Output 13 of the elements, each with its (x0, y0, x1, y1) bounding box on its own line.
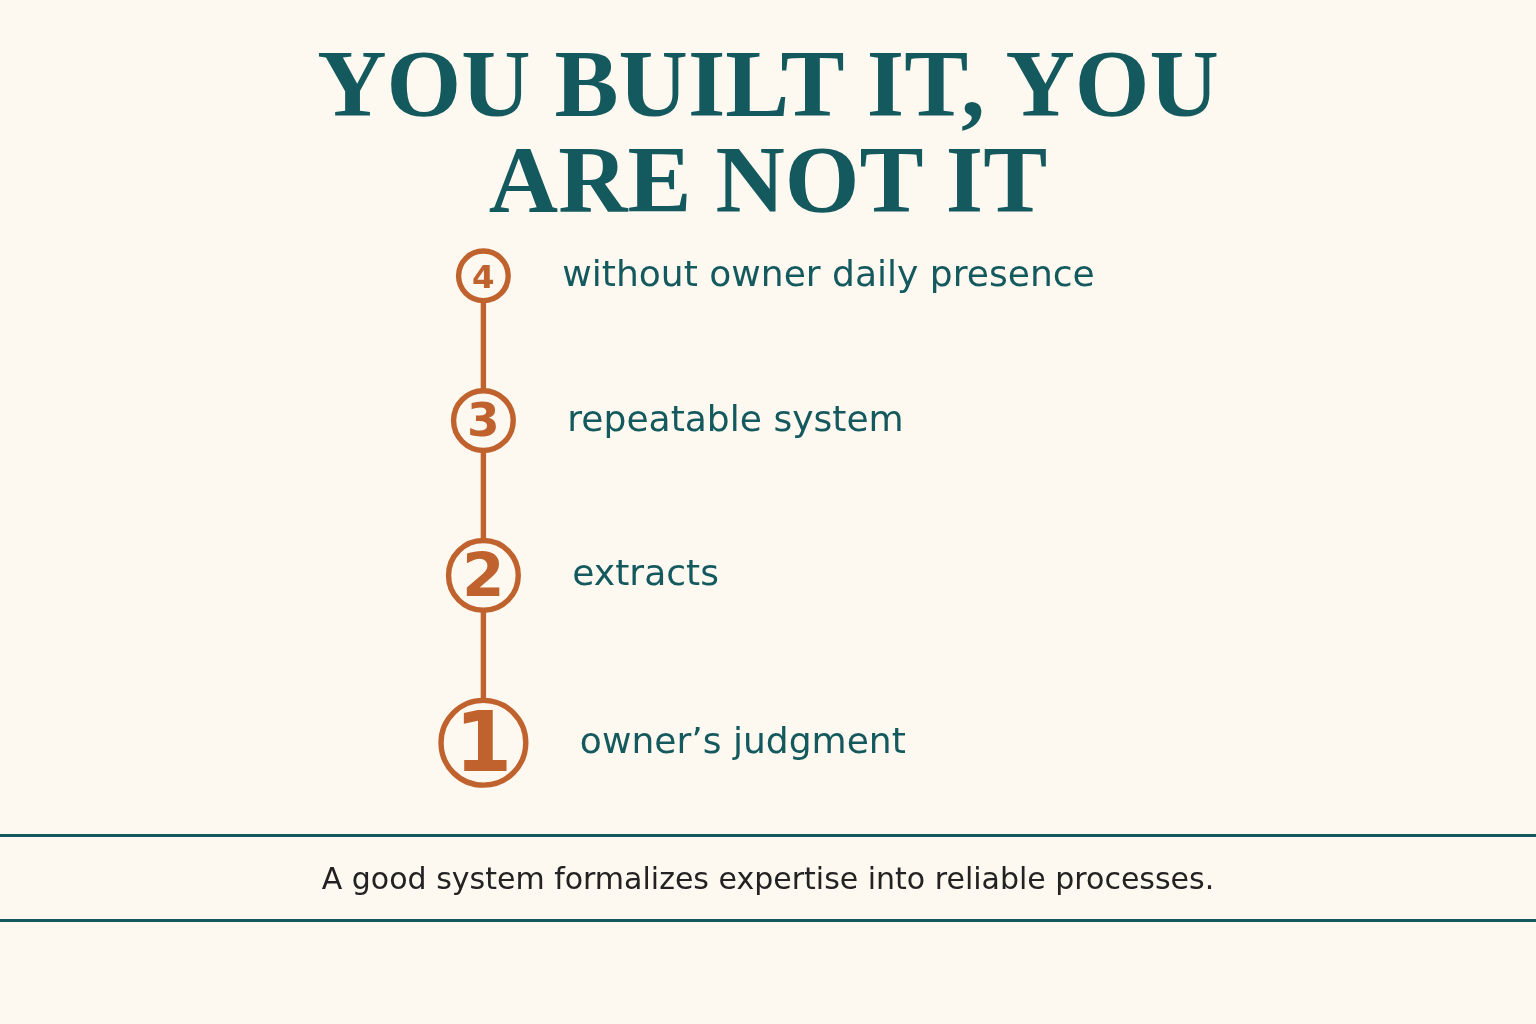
node-circle: 3 (451, 388, 517, 454)
caption: A good system formalizes expertise into reliable processes. (321, 860, 1215, 896)
node-circle: 4 (456, 248, 512, 304)
step-label: without owner daily presence (562, 252, 1095, 295)
node-circle: 2 (445, 537, 522, 613)
connector (480, 300, 487, 391)
title: YOU BUILT IT, YOU ARE NOT IT (316, 36, 1220, 228)
step-label: extracts (572, 552, 720, 595)
node-circle: 1 (438, 697, 529, 788)
step-label: owner’s judgment (580, 719, 906, 762)
step-label: repeatable system (567, 397, 904, 440)
connector (480, 450, 487, 541)
connector (480, 610, 487, 701)
